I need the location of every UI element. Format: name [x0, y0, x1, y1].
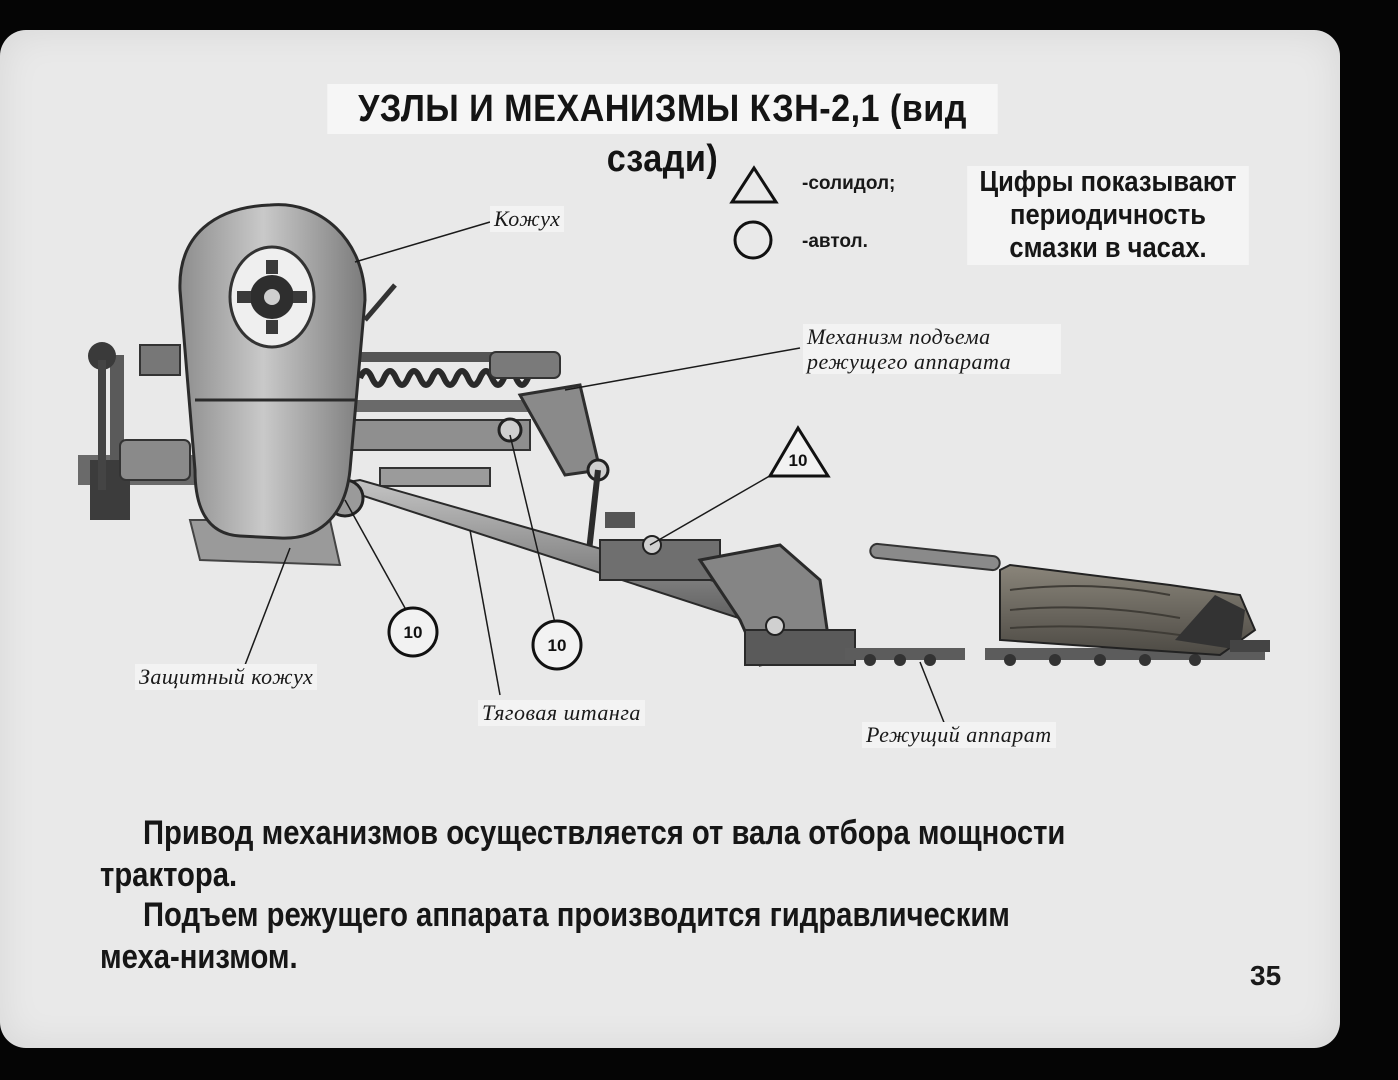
body-paragraph-1: Привод механизмов осуществляется от вала…: [100, 814, 1066, 894]
legend-grease-label: -солидол;: [802, 173, 896, 194]
label-kozhukh: Кожух: [490, 206, 565, 232]
legend-triangle-icon: [729, 165, 779, 204]
label-lift-mechanism: Механизм подъема режущего аппарата: [803, 324, 1061, 374]
grease-nipple: [363, 283, 397, 322]
main-cover: [178, 203, 367, 540]
leader-lines: [244, 221, 946, 726]
legend-circle-icon: [733, 220, 773, 260]
label-draw-bar: Тяговая штанга: [478, 700, 645, 726]
lubrication-note: Цифры показывают периодичность смазки в …: [967, 166, 1249, 265]
outer-shoe: [999, 563, 1270, 657]
circle1-value: 10: [404, 623, 423, 642]
lube-marker-circle-2: 10: [531, 619, 583, 671]
circle2-value: 10: [548, 636, 567, 655]
page-title: УЗЛЫ И МЕХАНИЗМЫ КЗН-2,1 (вид сзади): [327, 84, 998, 180]
legend-oil-label: -автол.: [802, 231, 868, 252]
triangle-value: 10: [789, 451, 808, 470]
lube-marker-circle-1: 10: [387, 606, 439, 658]
label-protective-cover: Защитный кожух: [135, 664, 318, 690]
pto-shaft: [379, 467, 491, 487]
body-paragraph-2: Подъем режущего аппарата производится ги…: [100, 896, 1010, 976]
lube-marker-triangle: 10: [767, 425, 831, 478]
label-cutting-unit: Режущий аппарат: [862, 722, 1056, 748]
page-number: 35: [1250, 960, 1282, 991]
gear-housing: [599, 512, 856, 667]
